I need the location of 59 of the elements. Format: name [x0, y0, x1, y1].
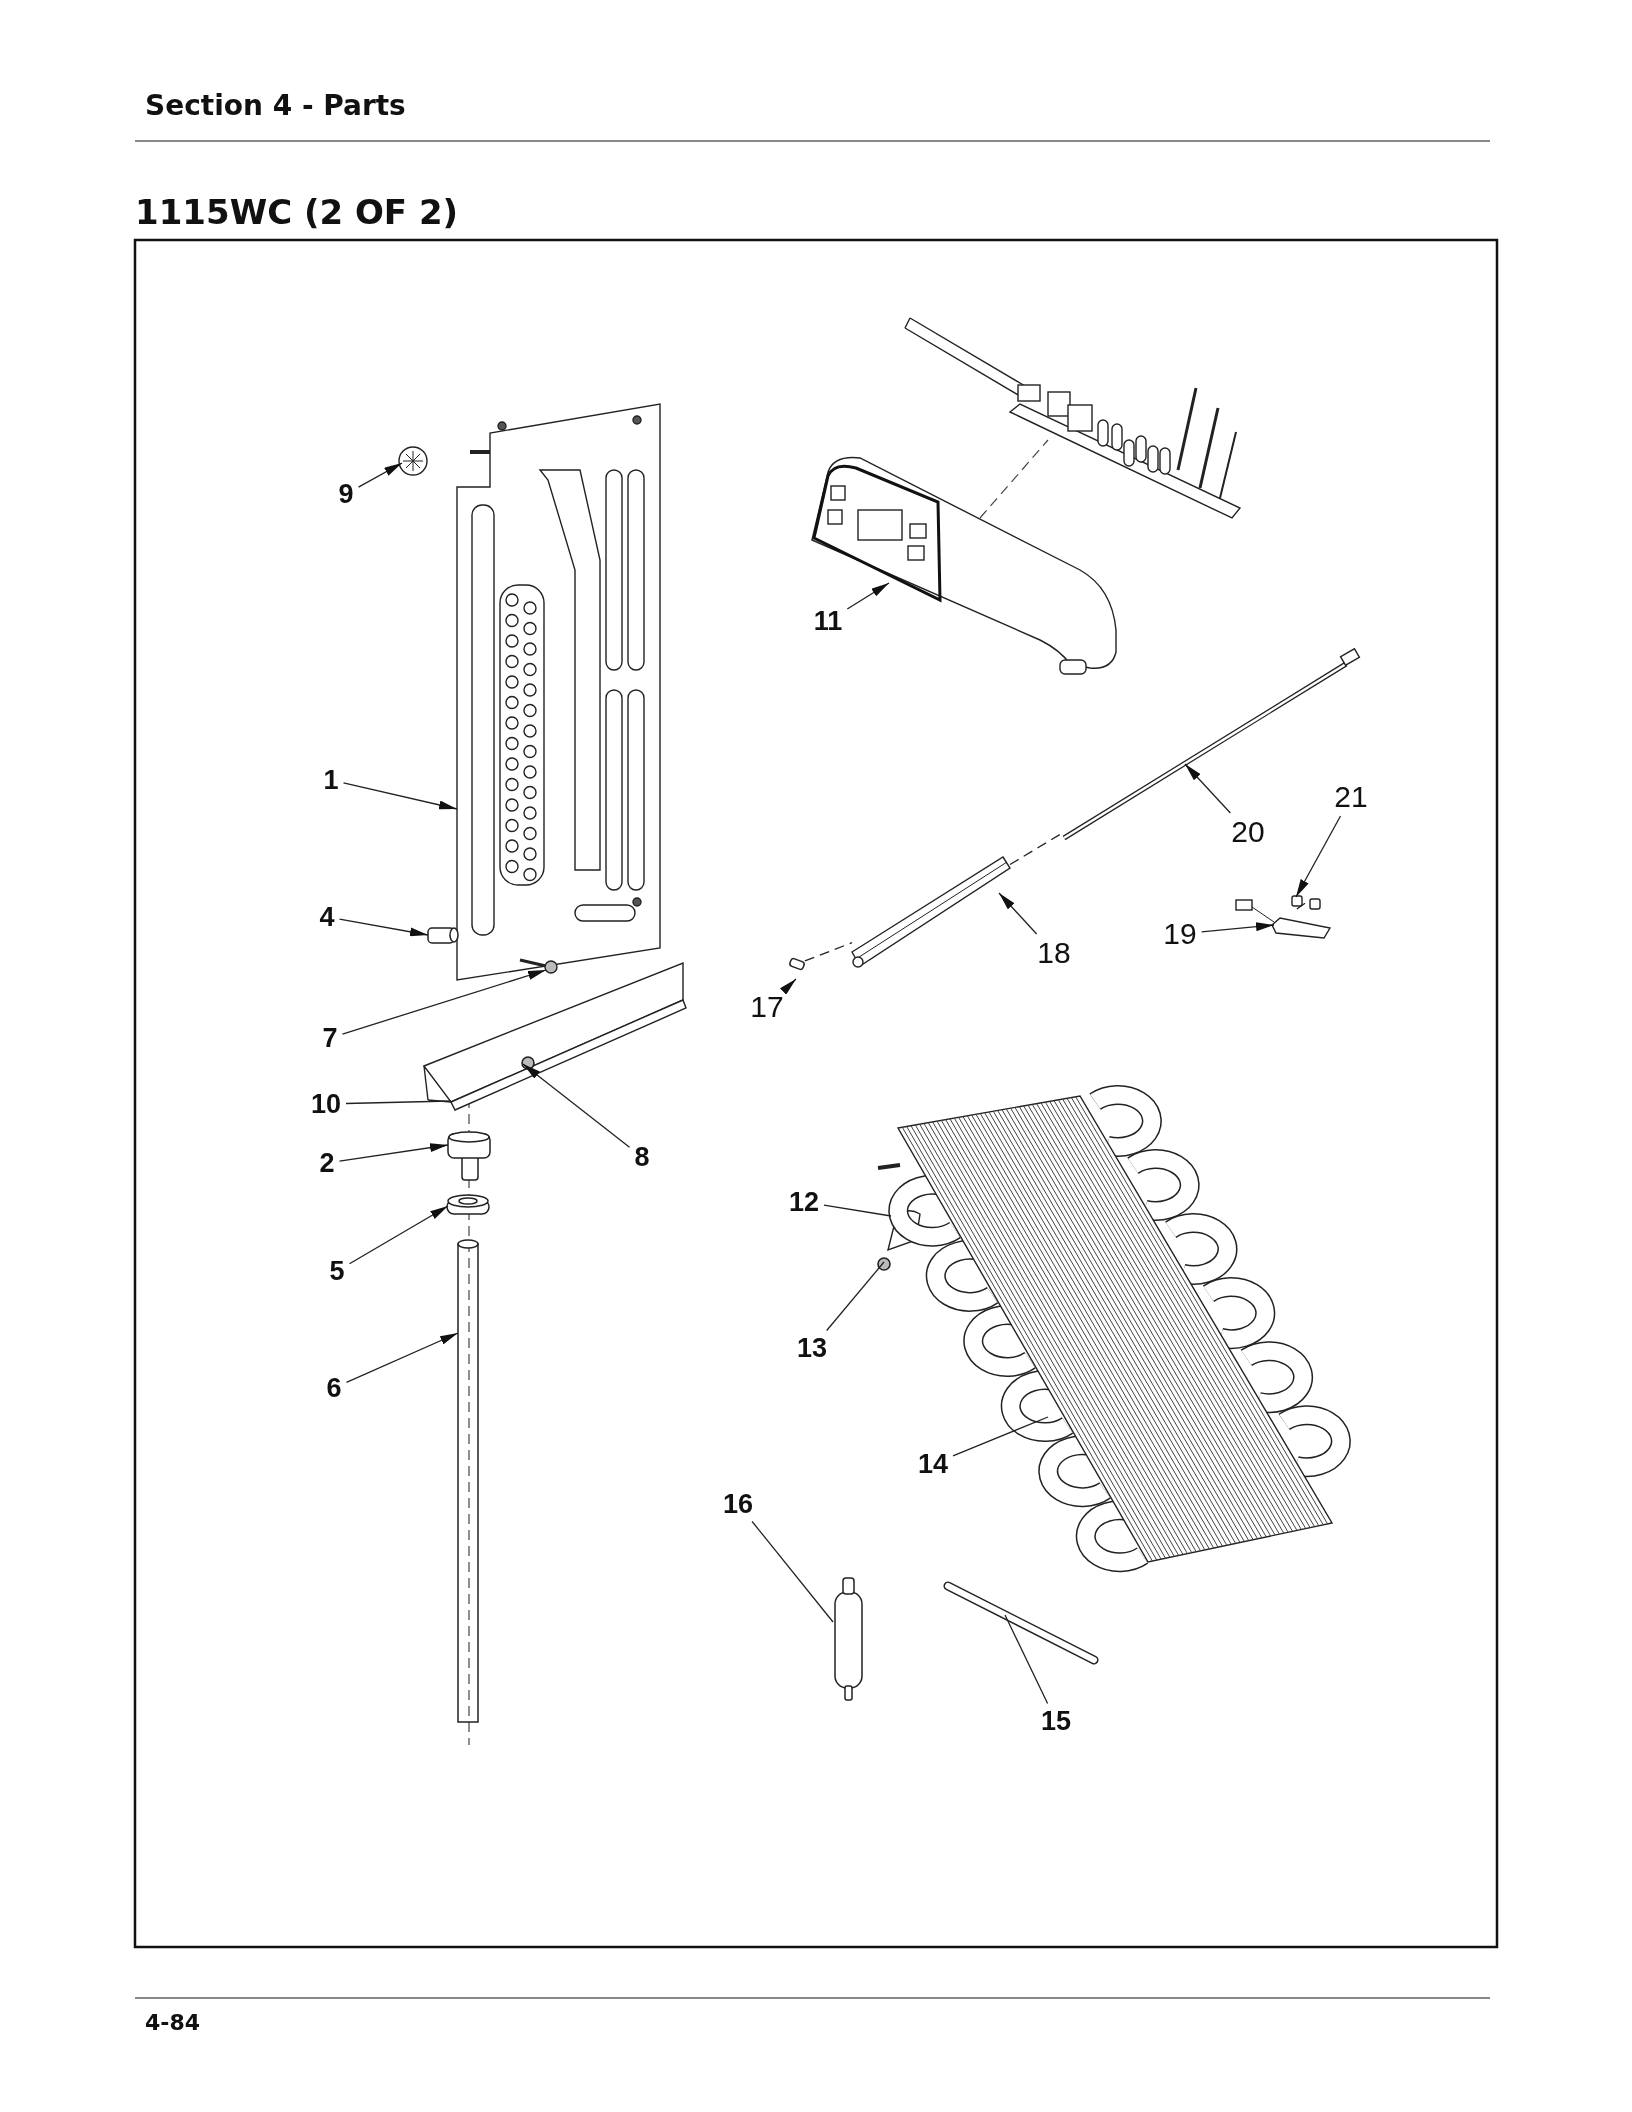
leader-line — [342, 782, 458, 810]
callout-number: 2 — [317, 1148, 337, 1178]
page-title: 1115WC (2 OF 2) — [135, 195, 459, 229]
callout-number: 18 — [1035, 937, 1073, 969]
callout-number: 12 — [787, 1187, 821, 1217]
washer-drawing — [446, 1194, 490, 1215]
callout-number: 14 — [916, 1449, 950, 1479]
leader-line — [779, 978, 797, 995]
spacer-drawing — [427, 927, 459, 944]
callout-number: 20 — [1229, 816, 1267, 848]
leader-line — [1004, 1614, 1049, 1705]
cap-drawing — [447, 1131, 491, 1181]
leader-line — [826, 1261, 885, 1332]
pin-drawing — [788, 957, 806, 971]
connector-drawing — [1235, 899, 1332, 939]
leader-line — [348, 1205, 449, 1265]
callout-number: 9 — [336, 479, 356, 509]
assembly-line — [804, 942, 853, 962]
callout-number: 15 — [1039, 1706, 1073, 1736]
leader-line — [338, 1143, 449, 1162]
leader-line — [998, 892, 1038, 935]
callout-number: 5 — [327, 1256, 347, 1286]
page-number: 4-84 — [145, 2012, 201, 2034]
leader-line — [345, 1100, 452, 1105]
heater-bar-drawing — [851, 856, 1011, 968]
tube-drawing — [943, 1581, 1099, 1665]
callout-number: 19 — [1161, 918, 1199, 950]
screw-drawing — [877, 1257, 891, 1271]
callout-number: 13 — [795, 1333, 829, 1363]
leader-line — [823, 1204, 892, 1217]
section-heading: Section 4 - Parts — [145, 92, 406, 120]
callout-number: 11 — [811, 606, 845, 636]
callout-number: 17 — [748, 991, 786, 1023]
leader-line — [338, 918, 429, 937]
leader-line — [846, 582, 890, 610]
callout-number: 10 — [309, 1089, 343, 1119]
screws-drawing — [1291, 895, 1321, 910]
tube-drawing — [457, 1239, 479, 1723]
leader-line — [357, 462, 403, 488]
leader-line — [341, 969, 547, 1035]
callout-number: 7 — [320, 1023, 340, 1053]
callout-number: 8 — [632, 1142, 652, 1172]
leader-line — [952, 1416, 1049, 1457]
leader-line — [1295, 815, 1342, 898]
knob-drawing — [398, 446, 428, 476]
bracket-drawing — [422, 961, 687, 1111]
control-housing-drawing — [811, 456, 1117, 675]
callout-number: 1 — [321, 765, 341, 795]
leader-line — [751, 1520, 834, 1623]
leader-line — [345, 1332, 459, 1384]
leader-line — [522, 1063, 631, 1148]
condenser-coil-drawing — [877, 1085, 1351, 1573]
leader-line — [1184, 763, 1232, 814]
callout-number: 6 — [324, 1373, 344, 1403]
leader-line — [1201, 922, 1275, 933]
callout-number: 21 — [1332, 781, 1370, 813]
callout-number: 4 — [317, 902, 337, 932]
callout-number: 16 — [721, 1489, 755, 1519]
filter-drier-drawing — [834, 1577, 863, 1701]
